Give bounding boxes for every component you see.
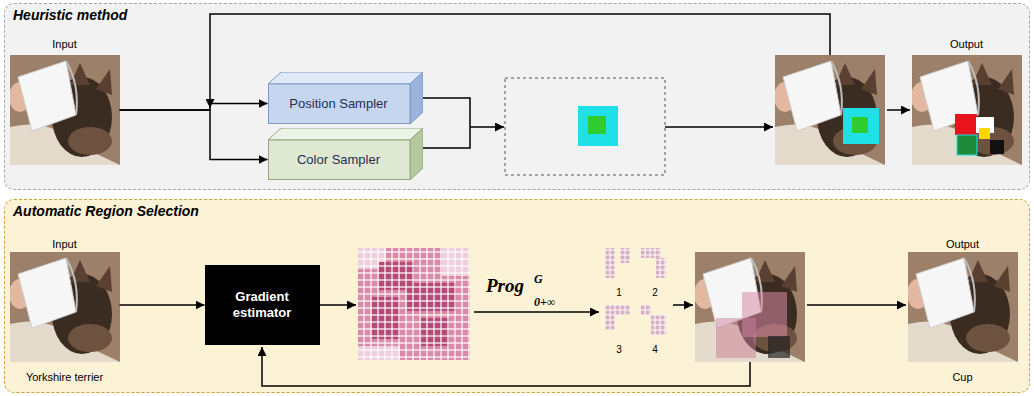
arrow — [474, 311, 599, 313]
feedback-arrow — [262, 347, 750, 386]
class-label: Yorkshire terrier — [26, 371, 103, 384]
panel-heading: Heuristic method — [13, 6, 127, 24]
gradient-map — [407, 283, 456, 311]
box-label: Color Sampler — [297, 152, 380, 168]
output-photo — [907, 252, 1018, 362]
gradient-map — [358, 248, 470, 360]
arrow — [887, 109, 910, 111]
patch-square — [588, 116, 606, 134]
callout-number: 3 — [616, 344, 622, 355]
panel-heading: Automatic Region Selection — [13, 202, 199, 220]
formula-superscript-holder: G — [534, 269, 550, 287]
patch-square — [957, 135, 977, 155]
callout-number: 4 — [652, 344, 658, 355]
box-side-face — [410, 128, 423, 180]
patch-square — [979, 128, 990, 139]
box-label: Position Sampler — [289, 96, 387, 112]
box-front-face — [268, 84, 410, 124]
image-label: Input — [52, 38, 76, 51]
position-sampler: Position Sampler — [268, 72, 423, 124]
gradient-map — [421, 318, 449, 346]
region-selection-panel: InputYorkshire terrier Gradient estimator… — [4, 199, 1030, 393]
panel-fill — [4, 199, 1030, 393]
connector-arrow — [120, 304, 205, 306]
callout-number-holder: 4 — [641, 339, 669, 357]
image-label: Output — [950, 38, 983, 51]
formula-text: Prog — [486, 275, 524, 296]
formula-superscript: G — [534, 272, 543, 286]
region-pattern — [605, 248, 615, 278]
merge-line — [423, 127, 470, 148]
region-pattern — [641, 305, 651, 315]
formula-text-holder: Prog — [486, 275, 534, 296]
patch-square — [578, 106, 618, 146]
arrow — [665, 126, 773, 128]
heuristic-panel: InputPosition SamplerColor Sampler Output… — [4, 3, 1030, 190]
panel-fill — [4, 3, 1030, 190]
callout-number: 1 — [616, 287, 622, 298]
patch-canvas — [505, 78, 665, 175]
callout-number-holder: 1 — [605, 282, 633, 300]
region-pattern — [651, 315, 666, 335]
box-side-face — [410, 72, 423, 124]
arrow — [673, 304, 693, 306]
gradient-map — [442, 248, 470, 276]
formula-subscript: 0+∞ — [534, 295, 555, 309]
arrow — [807, 304, 906, 306]
callout-number: 2 — [652, 287, 658, 298]
patch-overlay — [768, 336, 790, 358]
region-pattern — [605, 305, 615, 330]
region-pattern — [620, 248, 630, 263]
callout-number-holder: 2 — [641, 282, 669, 300]
patch-square — [852, 117, 868, 133]
callout-number-holder: 3 — [605, 339, 633, 357]
step-photo — [774, 55, 885, 165]
region-pattern — [641, 248, 661, 258]
arrow — [320, 304, 356, 306]
connector-arrow — [120, 110, 268, 160]
input-photo — [9, 252, 120, 362]
output-image: Output — [912, 38, 1022, 165]
output-image: OutputCup — [908, 238, 1018, 384]
patch-square — [955, 114, 977, 135]
region-pattern — [656, 258, 666, 278]
patch-square — [843, 108, 879, 144]
class-label: Cup — [952, 371, 972, 384]
box-top-face — [268, 72, 423, 84]
arrow — [470, 126, 504, 128]
region-pattern — [615, 305, 630, 315]
input-image: InputYorkshire terrier — [10, 238, 120, 384]
gradient-estimator: Gradient estimator — [205, 265, 320, 345]
gradient-map — [372, 297, 400, 339]
box-top-face — [268, 128, 423, 140]
box-label: Gradient estimator — [211, 289, 314, 321]
output-photo — [911, 55, 1022, 165]
connector-arrow — [120, 104, 268, 111]
gradient-map — [358, 346, 400, 360]
color-sampler: Color Sampler — [268, 128, 423, 180]
formula-subscript-holder: 0+∞ — [534, 292, 570, 310]
image-label: Output — [946, 238, 979, 251]
patch-square — [990, 140, 1004, 154]
input-image: Input — [10, 38, 120, 165]
box-front-face — [268, 140, 410, 180]
input-photo — [9, 55, 120, 165]
image-label: Input — [52, 238, 76, 251]
patch-overlay — [716, 318, 756, 358]
merge-line — [423, 98, 470, 127]
step-photo — [694, 252, 805, 362]
